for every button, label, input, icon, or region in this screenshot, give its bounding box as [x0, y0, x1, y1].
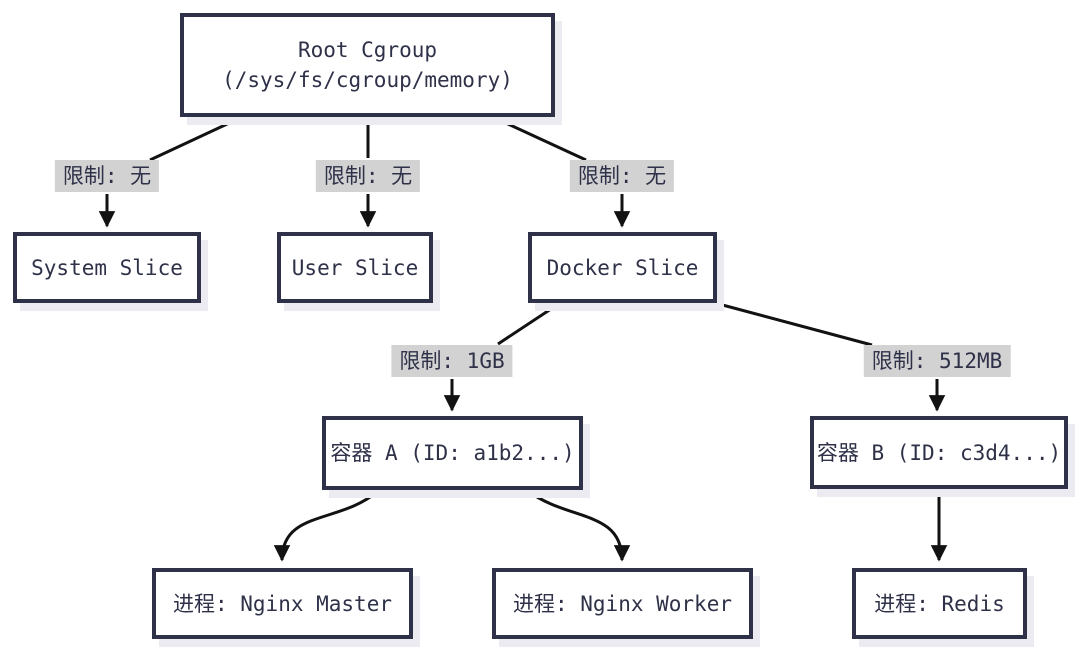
- node-system-slice-label: System Slice: [31, 255, 183, 280]
- node-docker-slice-label: Docker Slice: [546, 255, 699, 280]
- node-proc-nginx-worker-label: 进程: Nginx Worker: [512, 591, 732, 616]
- node-root-cgroup: Root Cgroup (/sys/fs/cgroup/memory): [180, 13, 555, 117]
- node-docker-slice: Docker Slice: [528, 232, 717, 303]
- node-proc-redis-label: 进程: Redis: [874, 591, 1005, 616]
- edge-label-limit-none-user: 限制: 无: [315, 160, 421, 192]
- node-user-slice: User Slice: [277, 232, 433, 303]
- node-root-cgroup-title: Root Cgroup: [297, 38, 438, 62]
- node-container-a-label: 容器 A (ID: a1b2...): [330, 441, 575, 465]
- node-proc-nginx-master-label: 进程: Nginx Master: [172, 591, 392, 616]
- node-proc-redis: 进程: Redis: [852, 568, 1027, 639]
- edge-docker-container-a-upper: [497, 301, 561, 346]
- node-root-cgroup-path: (/sys/fs/cgroup/memory): [222, 68, 513, 92]
- node-container-b: 容器 B (ID: c3d4...): [810, 416, 1068, 489]
- node-proc-nginx-worker: 进程: Nginx Worker: [492, 568, 753, 639]
- edge-label-limit-1gb: 限制: 1GB: [391, 345, 513, 377]
- node-container-a: 容器 A (ID: a1b2...): [322, 416, 583, 490]
- node-proc-nginx-master: 进程: Nginx Master: [152, 568, 413, 639]
- edge-docker-container-b-upper: [699, 297, 873, 347]
- edge-root-system-upper: [149, 116, 241, 162]
- node-container-b-label: 容器 B (ID: c3d4...): [816, 440, 1062, 465]
- node-system-slice: System Slice: [13, 232, 201, 303]
- edge-label-limit-512mb: 限制: 512MB: [863, 345, 1011, 377]
- node-user-slice-label: User Slice: [291, 255, 419, 280]
- edge-container-a-nginx-master: [273, 489, 379, 562]
- edge-label-limit-none-docker: 限制: 无: [569, 160, 675, 192]
- edge-label-limit-none-system: 限制: 无: [54, 160, 160, 192]
- edge-container-a-nginx-worker: [527, 489, 631, 562]
- edge-root-docker-upper: [494, 116, 587, 162]
